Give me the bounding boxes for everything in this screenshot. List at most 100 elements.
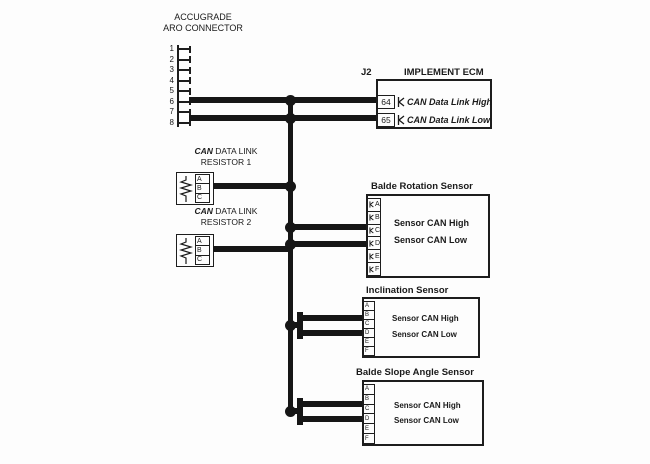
wire-slope-can-high [301,401,363,407]
aro-pin-tick [179,90,190,92]
resistor1-title: CAN DATA LINK RESISTOR 1 [183,146,269,167]
resistor1-pin-a: A [197,175,202,183]
wire-rotation-can-low [291,241,366,247]
resistor1-pin-b: B [196,183,209,192]
junction-dot [285,222,296,233]
slope-can-low-label: Sensor CAN Low [394,416,459,425]
pin-arrow-icon [369,214,374,221]
sensor-pin-c: C [364,319,374,328]
resistor2-pin-c: C [196,254,209,264]
resistor1-title-line1: CAN DATA LINK [183,146,269,157]
sensor-pin-a: A [365,386,370,393]
aro-pin-tick [179,111,190,113]
sensor-pin-f: F [364,433,374,443]
wire-slope-can-low [301,416,363,422]
aro-title-line2: ARO CONNECTOR [163,23,243,33]
can-bus-trunk [288,97,293,415]
aro-pin-4: 4 [169,75,174,85]
sensor-pin-b: B [364,310,374,319]
rotation-sensor-pin-strip: A B C D E F [367,198,381,276]
aro-pin-2: 2 [169,54,174,64]
sensor-pin-c: C [364,403,374,414]
aro-pin-5: 5 [169,86,174,95]
inclination-sensor-box: A B C D E F Sensor CAN High Sensor CAN L… [362,297,480,358]
sensor-pin-a: A [365,303,370,309]
aro-pin-6: 6 [169,96,174,106]
aro-pin-tick [179,69,190,71]
resistor1-can-word: CAN [194,146,213,156]
pin-arrow-icon [369,240,374,247]
aro-pin-tick [179,121,190,124]
sensor-pin-b: B [368,210,380,224]
slope-sensor-box: A B C D E F Sensor CAN High Sensor CAN L… [362,380,484,446]
junction-dot [285,95,296,106]
slope-can-high-label: Sensor CAN High [394,401,461,410]
wire-inclination-can-low [301,330,363,336]
sensor-pin-d: D [368,236,380,249]
aro-connector-spine [177,45,179,127]
aro-pin-cap [189,66,191,74]
aro-pin-cap [189,119,191,126]
junction-dot [285,406,296,417]
slope-sensor-title: Balde Slope Angle Sensor [356,367,474,378]
pin-arrow-icon [369,253,374,260]
aro-pin-cap [189,45,191,53]
wire-slope-stub [291,408,300,414]
aro-connector-title: ACCUGRADE ARO CONNECTOR [148,12,258,34]
resistor2-title-line1: CAN DATA LINK [183,206,269,217]
rotation-can-low-label: Sensor CAN Low [394,235,468,245]
junction-dot [285,320,296,331]
resistor2-can-word: CAN [194,206,213,216]
ecm-row-can-high: 64 CAN Data Link High [378,95,492,109]
aro-pin-cap [189,77,191,84]
wire-inclination-split [297,312,303,339]
pin-arrow-icon [369,227,374,234]
aro-pin-tick [179,100,190,103]
ecm-can-low-label: CAN Data Link Low [407,115,491,125]
wire-rotation-can-high [291,224,366,230]
aro-pin-cap [189,108,191,116]
aro-pin-tick [179,79,190,82]
resistor1-pin-strip: A B C [195,174,210,203]
wire-slope-split [297,398,303,425]
junction-dot [285,239,296,250]
inclination-sensor-title: Inclination Sensor [366,285,449,296]
sensor-pin-c: C [368,223,380,237]
resistor-icon [179,176,193,202]
aro-title-line1: ACCUGRADE [174,12,232,22]
wire-resistor1-to-bus [213,183,291,189]
ecm-can-high-label: CAN Data Link High [407,97,493,107]
resistor1-title-rest: DATA LINK [212,146,258,156]
rotation-can-high-label: Sensor CAN High [394,218,470,228]
pin-arrow-icon [369,201,374,209]
wire-inclination-stub [291,322,300,328]
sensor-pin-d: D [364,328,374,337]
sensor-pin-f: F [364,346,374,355]
aro-pin-tick [179,48,190,50]
inclination-can-low-label: Sensor CAN Low [392,330,457,339]
inclination-sensor-pin-strip: A B C D E F [363,301,375,356]
rotation-sensor-box: A B C D E F Sensor CAN High Sensor CAN L… [366,194,490,278]
wire-can-low-aro-to-ecm [189,115,376,121]
resistor1-title-line2: RESISTOR 1 [200,156,252,167]
aro-pin-8: 8 [169,117,174,127]
sensor-pin-b: B [364,393,374,404]
resistor1-pin-c: C [196,192,209,202]
resistor1-box: A B C [176,172,214,205]
ecm-pin-65: 65 [378,113,395,127]
resistor2-pin-strip: A B C [195,236,210,265]
pin-arrow-icon [397,115,405,125]
pin-arrow-icon [397,97,405,107]
aro-pin-cap [189,56,191,63]
ecm-pin-64: 64 [378,95,395,109]
rotation-sensor-title: Balde Rotation Sensor [371,181,473,192]
resistor2-title: CAN DATA LINK RESISTOR 2 [183,206,269,227]
sensor-pin-e: E [364,337,374,346]
aro-pin-tick [179,58,190,61]
slope-sensor-pin-strip: A B C D E F [363,384,375,444]
sensor-pin-f: F [368,262,380,275]
ecm-box: 64 CAN Data Link High 65 CAN Data Link L… [376,79,492,129]
sensor-pin-a: A [368,199,380,211]
resistor2-box: A B C [176,234,214,267]
